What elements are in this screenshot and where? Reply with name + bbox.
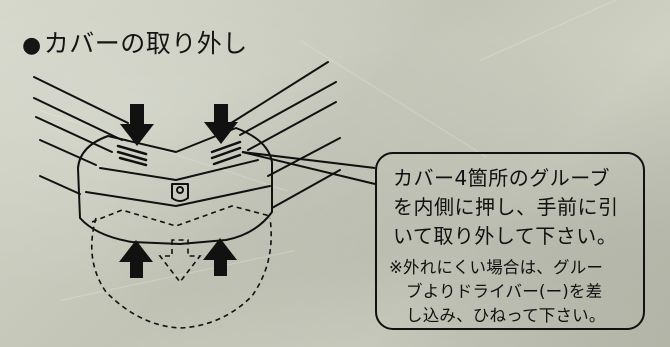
page-title: ●カバーの取り外し	[22, 24, 248, 60]
title-text: カバーの取り外し	[43, 29, 248, 58]
rail-line	[239, 81, 337, 136]
cover-inner-line	[99, 159, 259, 181]
callout-pointer	[241, 151, 376, 185]
push-arrow-up-right	[203, 238, 237, 276]
push-arrow-down-right	[204, 104, 238, 144]
rail-line	[267, 137, 341, 177]
rail-line	[39, 175, 81, 195]
rail-line	[33, 97, 123, 141]
pull-arrow-dashed	[158, 239, 202, 284]
groove-right	[210, 140, 242, 166]
cover-dashed-outline	[91, 205, 271, 227]
fastener	[171, 183, 189, 202]
instruction-line: いて取り外して下さい。	[393, 224, 618, 248]
instruction-line: を内側に押し、手前に引	[393, 195, 619, 219]
note-line: ※外れにくい場合は、グルー	[389, 258, 604, 277]
rail-line	[35, 116, 113, 153]
rail-line	[39, 139, 97, 166]
instruction-line: カバー4箇所のグルーブ	[393, 166, 611, 190]
rail-line	[33, 76, 129, 124]
push-arrow-up-left	[119, 240, 153, 278]
rail-line	[271, 169, 341, 209]
note-line: し込み、ひねって下さい。	[406, 306, 606, 325]
cover-inner-line	[85, 185, 271, 207]
cover-outline	[77, 127, 273, 245]
push-arrow-down-left	[120, 104, 154, 146]
title-bullet: ●	[22, 33, 42, 58]
fastener-hole	[176, 186, 184, 194]
note-line: ブよりドライバー(ー)を差	[406, 282, 603, 301]
rail-line	[247, 101, 337, 151]
instruction-callout: カバー4箇所のグルーブ を内側に押し、手前に引 いて取り外して下さい。 ※外れに…	[375, 152, 645, 330]
rail-line	[227, 61, 329, 126]
groove-left	[116, 144, 148, 167]
